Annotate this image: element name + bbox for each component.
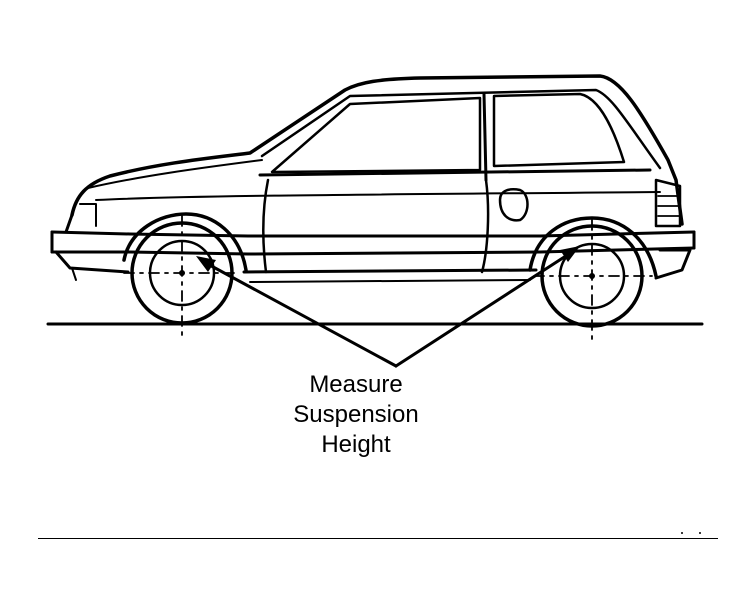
rear-wheel-centerline	[533, 219, 653, 341]
leader-arrows	[196, 246, 580, 368]
car-body	[50, 74, 696, 283]
scan-marks	[681, 532, 701, 534]
callout-line-1: Measure	[309, 371, 403, 398]
callout-line-3: Height	[321, 431, 391, 458]
bottom-divider	[38, 538, 718, 539]
callout-line-2: Suspension	[293, 401, 419, 428]
measure-suspension-height-label: Measure Suspension Height	[256, 370, 456, 460]
front-wheel-centerline	[123, 215, 241, 341]
